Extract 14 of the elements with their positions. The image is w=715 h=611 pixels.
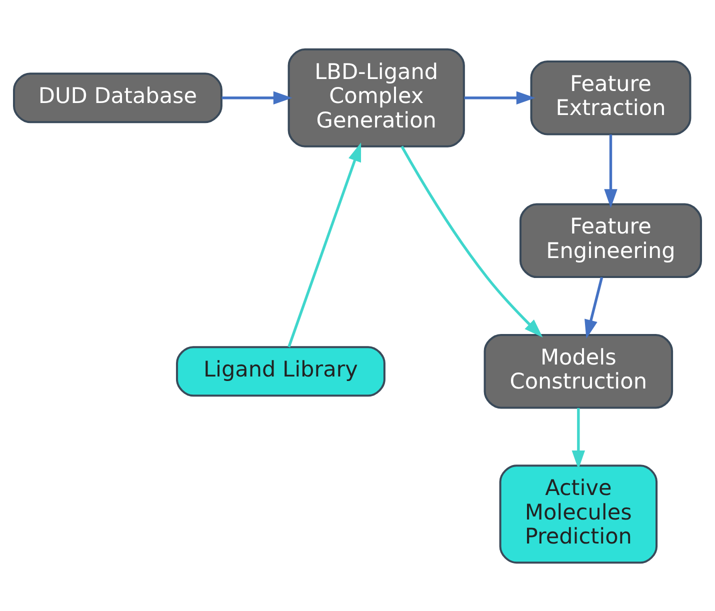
node-box: Active Molecules Prediction [499, 464, 658, 564]
arrow [464, 90, 536, 104]
node-box: DUD Database [13, 72, 222, 123]
node-box: Feature Extraction [530, 60, 692, 135]
arrow [222, 90, 292, 104]
arrow [400, 145, 543, 338]
arrow [572, 408, 586, 469]
node-box: Ligand Library [176, 346, 386, 396]
arrow [584, 276, 604, 338]
node-box: Feature Engineering [519, 202, 702, 278]
node-box: Models Construction [484, 333, 674, 408]
arrow [288, 142, 362, 347]
arrow [604, 134, 618, 208]
node-box: LBD-Ligand Complex Generation [288, 48, 465, 147]
